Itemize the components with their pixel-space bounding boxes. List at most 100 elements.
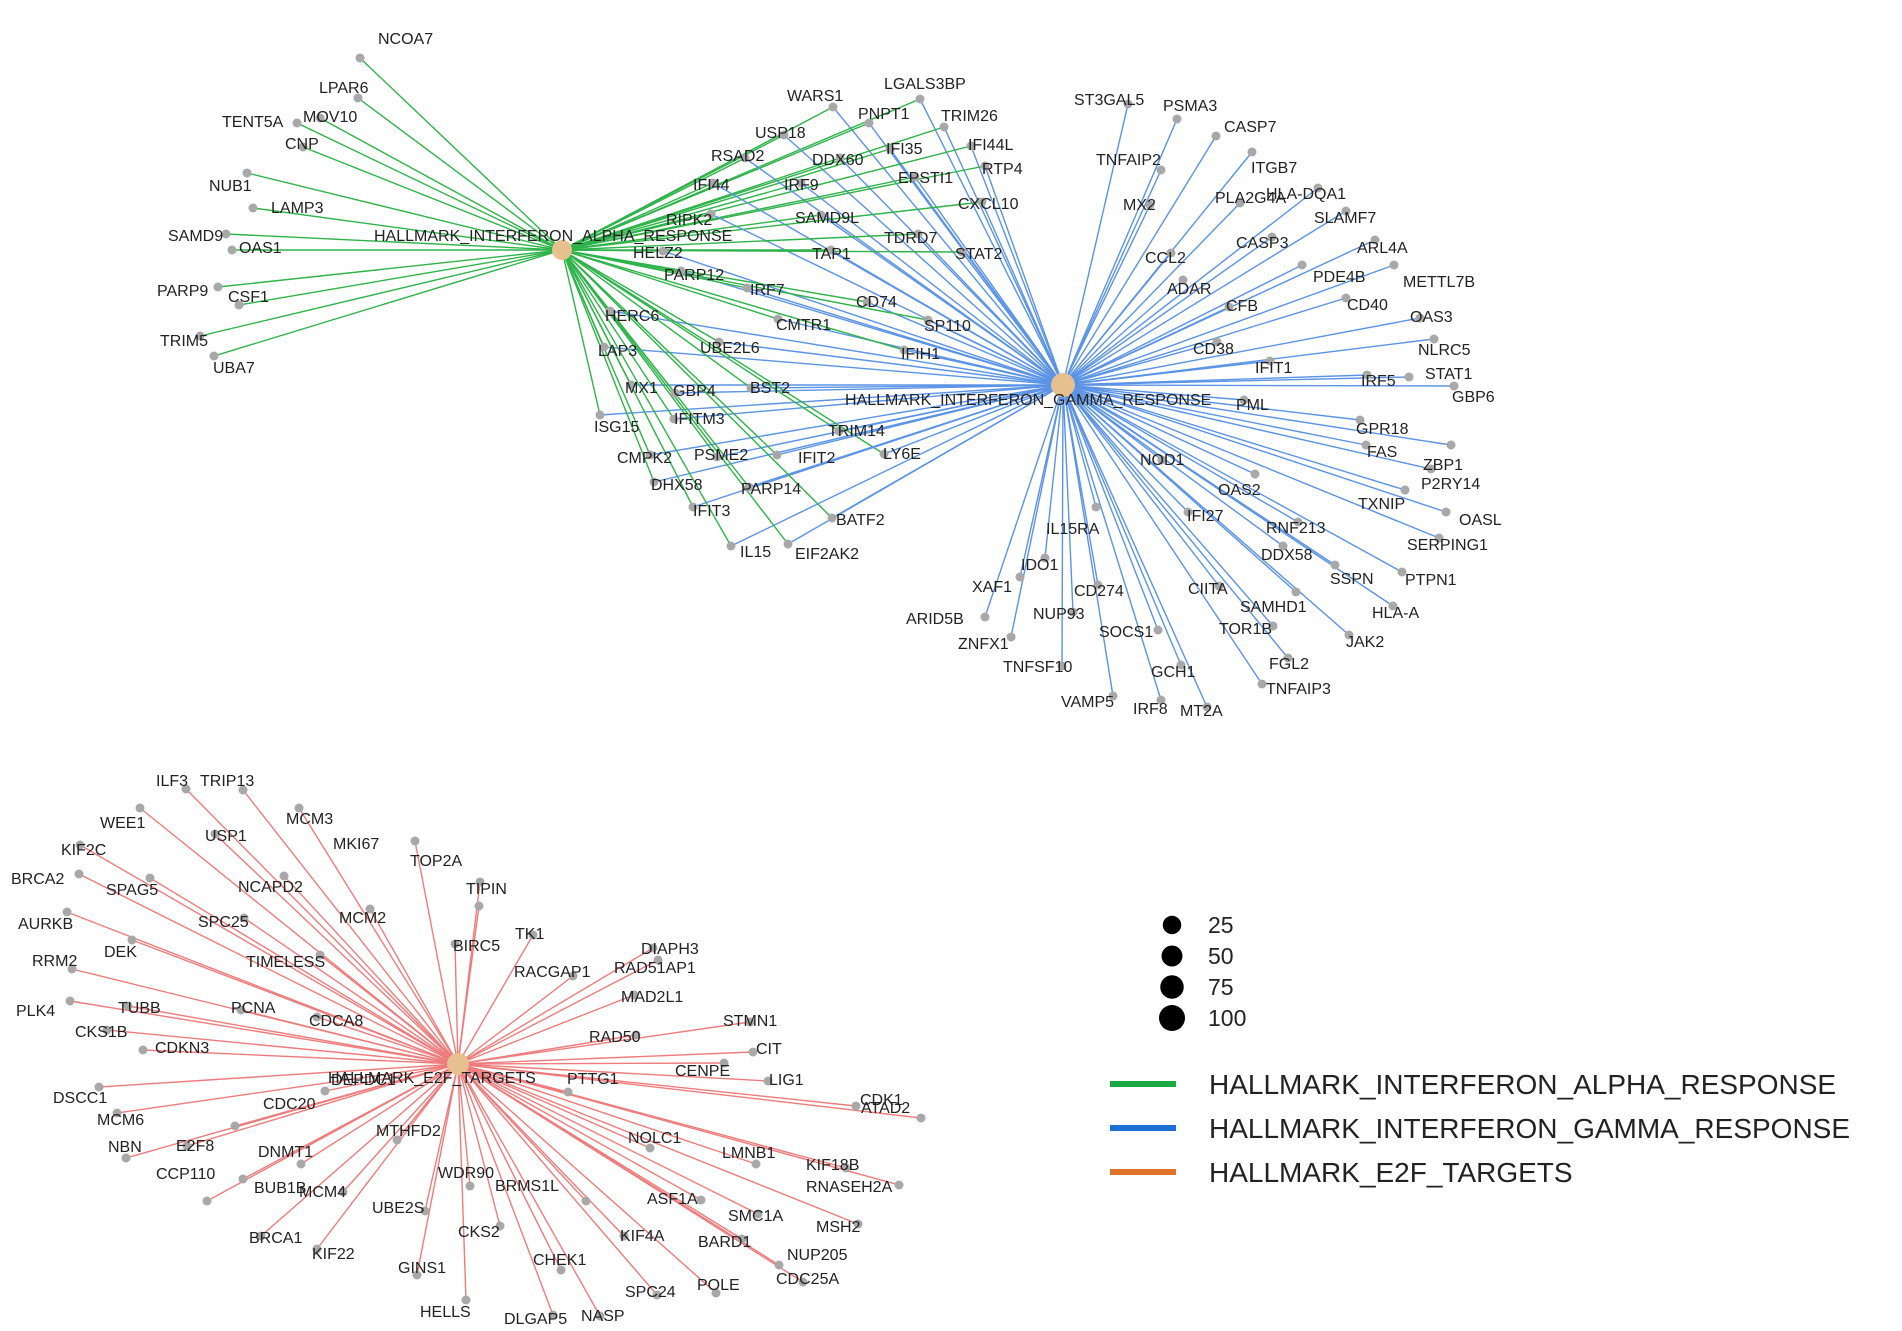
gene-label-kif22: KIF22 — [312, 1246, 355, 1263]
gene-label-e2f8: E2F8 — [176, 1138, 214, 1155]
edge-gamma-zbp1 — [1062, 384, 1452, 446]
gene-label-ube2s: UBE2S — [372, 1200, 424, 1217]
edge-alpha-ripk2 — [561, 213, 712, 251]
gene-node-smc1a — [753, 1209, 763, 1219]
edge-gamma-slamf7 — [1062, 210, 1347, 386]
edge-e2f-rnaseh2a — [457, 1063, 900, 1186]
edge-e2f-gins1 — [416, 1063, 459, 1276]
gene-label-tdrd7: TDRD7 — [884, 230, 937, 247]
gene-label-ifi44: IFI44 — [693, 177, 730, 194]
gene-node-top2a — [475, 877, 485, 887]
gene-label-rad50: RAD50 — [589, 1029, 641, 1046]
gene-node-irf5 — [1362, 370, 1372, 380]
gene-label-nolc1: NOLC1 — [628, 1130, 681, 1147]
gene-label-usp18: USP18 — [755, 125, 806, 142]
edge-gamma-tnfsf10 — [1061, 384, 1064, 667]
gene-node-hla-dqa1 — [1313, 183, 1323, 193]
gene-node-ncoa7 — [355, 53, 365, 63]
edge-gamma-il15 — [730, 384, 1064, 547]
gene-node-cnp — [298, 142, 308, 152]
gene-node-usp18 — [779, 130, 789, 140]
gene-node-depdc1 — [320, 1086, 330, 1096]
gene-label-wee1: WEE1 — [100, 815, 145, 832]
gene-node-serping1 — [1434, 533, 1444, 543]
edge-gamma-adar — [1062, 279, 1184, 386]
gene-node-plk4 — [65, 996, 75, 1006]
gene-label-stat1: STAT1 — [1425, 366, 1473, 383]
edge-e2f-ncapd2 — [283, 875, 459, 1065]
edge-alpha-ifi35 — [561, 148, 891, 251]
edge-gamma-znfx1 — [1010, 384, 1064, 638]
gene-node-rsad2 — [740, 153, 750, 163]
gene-label-pla2g4a: PLA2G4A — [1215, 190, 1286, 207]
edge-e2f-cdk1 — [457, 1063, 857, 1107]
gene-node-arid5b — [980, 612, 990, 622]
gene-label-spag5: SPAG5 — [106, 882, 158, 899]
gene-node-adar — [1178, 275, 1188, 285]
gene-node-asf1a — [696, 1195, 706, 1205]
gene-label-msh2: MSH2 — [816, 1219, 861, 1236]
gene-label-cks2: CKS2 — [458, 1224, 500, 1241]
gene-label-wars1: WARS1 — [787, 88, 843, 105]
edge-gamma-herc6 — [609, 310, 1064, 386]
edge-e2f-mcm4 — [342, 1063, 459, 1193]
gene-label-ifitm3: IFITM3 — [674, 411, 725, 428]
gene-node-ccl2 — [1166, 248, 1176, 258]
edge-gamma-hla-dqa1 — [1062, 187, 1319, 386]
edge-gamma-p2ry14 — [1062, 384, 1432, 470]
edge-e2f-hells — [457, 1063, 467, 1301]
gene-label-irf7: IRF7 — [750, 282, 785, 299]
edge-e2f-trip13 — [242, 789, 459, 1065]
edge-e2f-cit — [457, 1051, 754, 1065]
gene-label-kif2c: KIF2C — [61, 842, 106, 859]
gene-node-ifi44 — [708, 178, 718, 188]
gene-node-tk1 — [528, 930, 538, 940]
gene-node-casp7 — [1211, 131, 1221, 141]
edge-e2f-rad50 — [457, 1034, 637, 1065]
gene-node-birc5 — [450, 939, 460, 949]
gene-label-socs1: SOCS1 — [1099, 624, 1153, 641]
gene-node-tubb — [123, 1001, 133, 1011]
gene-node-tipin — [474, 901, 484, 911]
gene-label-cenpe: CENPE — [675, 1063, 730, 1080]
gene-node-epsti1 — [910, 172, 920, 182]
gene-node-gbp6 — [1449, 381, 1459, 391]
gene-label-mx2: MX2 — [1123, 197, 1156, 214]
gene-node-spc25 — [239, 913, 249, 923]
edge-alpha-cd74 — [561, 249, 868, 303]
gene-label-mcm4: MCM4 — [299, 1184, 346, 1201]
gene-node-samhd1 — [1291, 587, 1301, 597]
gene-label-dhx58: DHX58 — [651, 477, 703, 494]
edge-alpha-uba7 — [213, 249, 563, 357]
edge-gamma-hla-a — [1062, 384, 1394, 607]
gene-node-wee1 — [135, 803, 145, 813]
gene-node-hla-a — [1388, 601, 1398, 611]
gene-node-mad2l1 — [629, 990, 639, 1000]
gene-node-e2f8 — [182, 1141, 192, 1151]
gene-node-helz2 — [658, 246, 668, 256]
edge-gamma-oasl — [1062, 384, 1447, 513]
gene-label-nbn: NBN — [108, 1139, 142, 1156]
gene-node-zbp1 — [1446, 440, 1456, 450]
edge-gamma-wars1 — [832, 106, 1064, 386]
gene-node-bub1b — [202, 1196, 212, 1206]
edge-e2f-kif2c — [79, 844, 459, 1065]
gene-node-mov10 — [315, 113, 325, 123]
gene-label-usp1: USP1 — [205, 828, 247, 845]
gene-label-cd40: CD40 — [1347, 297, 1388, 314]
gene-node-uba7 — [209, 351, 219, 361]
gene-label-uba7: UBA7 — [213, 360, 255, 377]
edge-gamma-dhx58 — [653, 384, 1064, 483]
edge-alpha-ly6e — [561, 249, 885, 455]
color-legend-label-0: HALLMARK_INTERFERON_ALPHA_RESPONSE — [1209, 1069, 1836, 1100]
gene-node-cks2 — [495, 1221, 505, 1231]
gene-node-sp110 — [923, 315, 933, 325]
gene-label-asf1a: ASF1A — [647, 1191, 698, 1208]
gene-node-csf1 — [234, 300, 244, 310]
gene-node-lamp3 — [248, 203, 258, 213]
edge-e2f-mcm2 — [369, 908, 459, 1065]
gene-node-ccp110 — [238, 1174, 248, 1184]
edge-gamma-nup93 — [1062, 384, 1074, 613]
gene-label-oas3: OAS3 — [1410, 309, 1453, 326]
